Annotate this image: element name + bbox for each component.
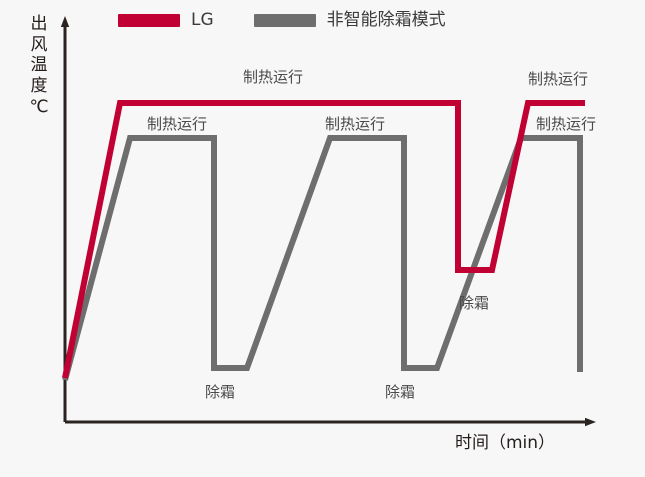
y-axis-title-char: ℃	[29, 96, 49, 117]
annotation-defrost-lg: 除霜	[459, 294, 490, 312]
series-line-non-smart-defrost	[62, 135, 583, 381]
y-axis-title-char: 风	[30, 34, 48, 55]
annotation-defrost-gray-2: 除霜	[385, 383, 416, 401]
x-axis-title: 时间（min）	[455, 433, 556, 453]
annotation-defrost-gray-1: 除霜	[205, 383, 236, 401]
y-axis-title-char: 出	[30, 14, 48, 34]
annotation-heating-lg-right: 制热运行	[528, 70, 589, 88]
legend-label-non-smart-defrost: 非智能除霜模式	[326, 10, 446, 30]
annotation-heating-gray-2: 制热运行	[325, 115, 386, 133]
annotation-heating-lg-main: 制热运行	[243, 68, 304, 86]
chart-legend: LG 非智能除霜模式	[118, 12, 446, 29]
legend-swatch-non-smart-defrost	[253, 14, 316, 27]
legend-label-lg: LG	[191, 10, 214, 30]
y-axis-title-char: 度	[30, 76, 48, 97]
legend-swatch-lg	[118, 14, 180, 27]
annotation-heating-gray-3: 制热运行	[536, 115, 597, 133]
y-axis-title: 出 风 温 度 ℃	[26, 14, 52, 118]
y-axis-title-char: 温	[30, 55, 48, 76]
legend-item-lg: LG	[118, 12, 214, 29]
annotation-heating-gray-1: 制热运行	[147, 115, 208, 133]
series-line-lg	[62, 100, 585, 379]
legend-item-non-smart-defrost: 非智能除霜模式	[253, 10, 446, 30]
